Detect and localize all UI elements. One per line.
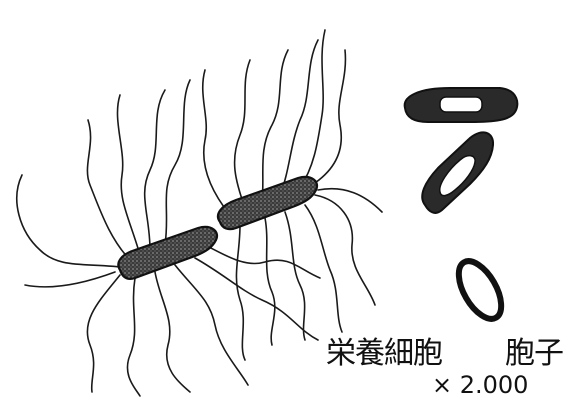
free-spore (450, 254, 510, 325)
vegetative-cell-right (218, 177, 317, 229)
sporangium-middle (422, 132, 493, 213)
spore-label: 胞子 (505, 338, 563, 370)
sporangium-top (405, 88, 518, 122)
vegetative-cell-label: 栄養細胞 (326, 338, 442, 370)
magnification-label: × 2.000 (432, 372, 528, 398)
